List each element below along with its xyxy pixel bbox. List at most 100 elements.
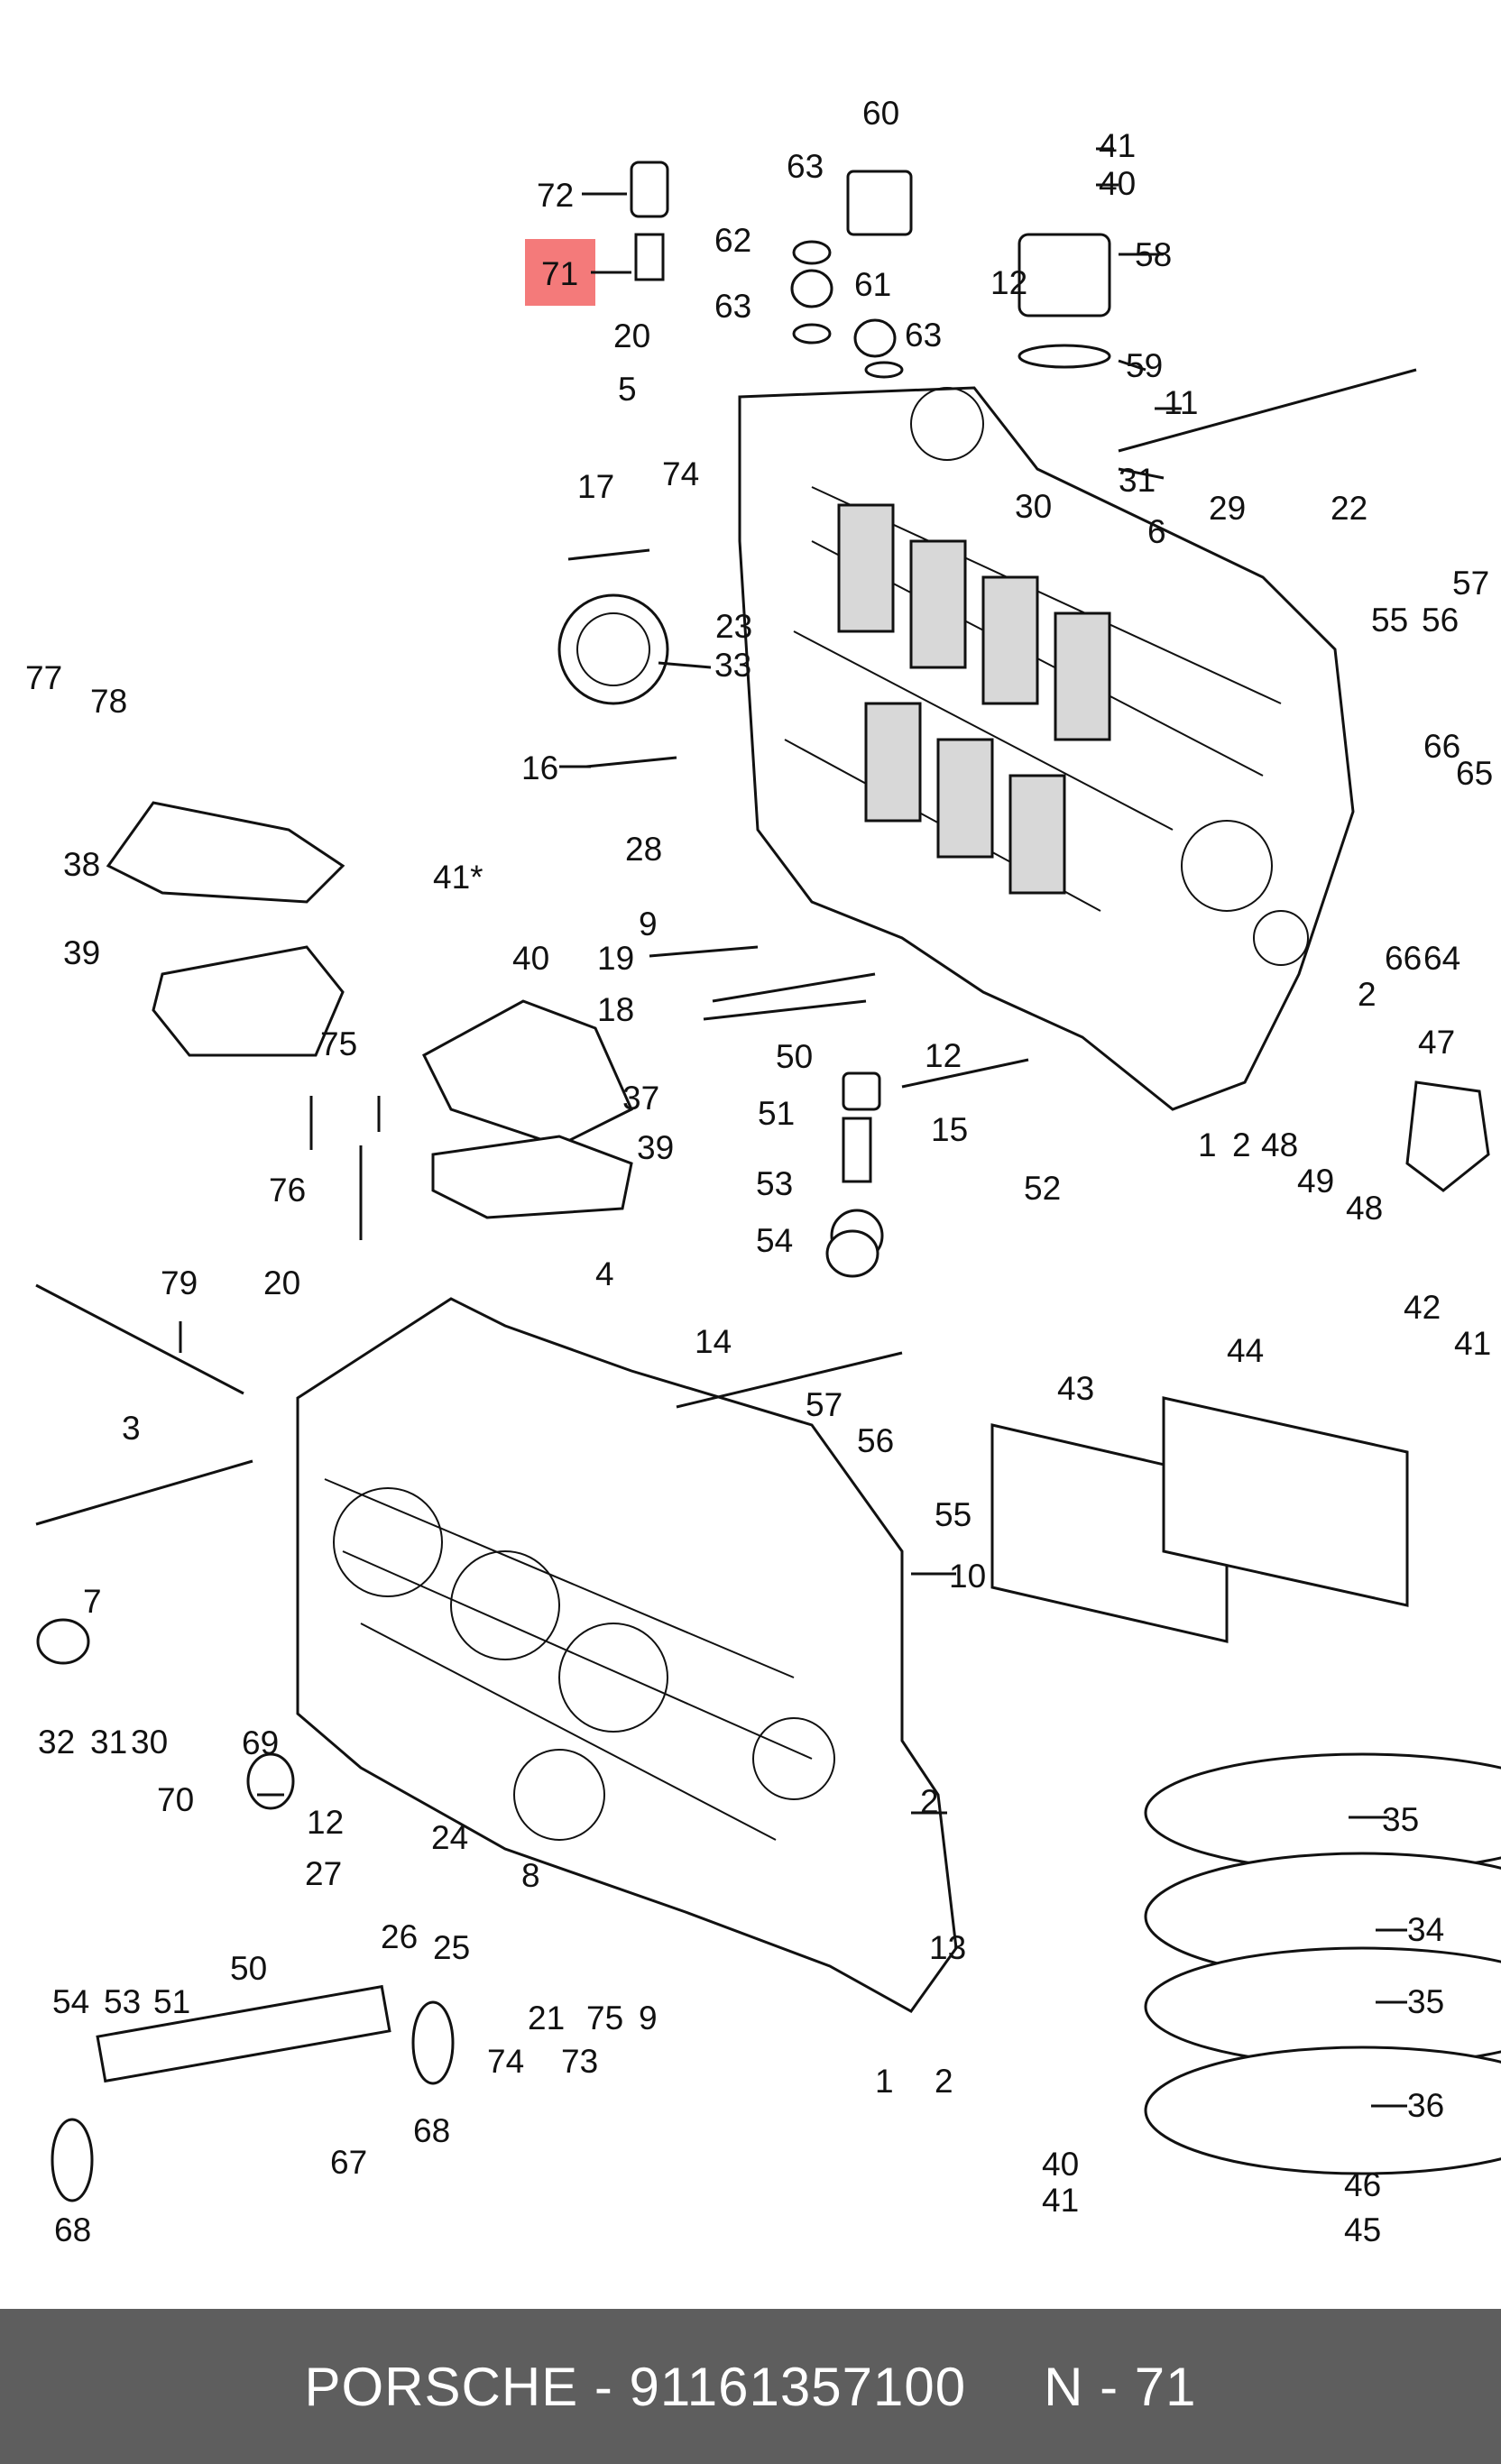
label-41a: 41 xyxy=(1099,127,1136,164)
separator: - xyxy=(594,2356,613,2417)
label-31b: 31 xyxy=(90,1724,127,1761)
label-63b: 63 xyxy=(714,288,751,325)
label-16: 16 xyxy=(521,749,558,786)
label-56a: 56 xyxy=(1422,602,1459,639)
label-30a: 30 xyxy=(1015,488,1052,525)
label-53b: 53 xyxy=(104,1983,141,2020)
label-18: 18 xyxy=(597,991,634,1028)
label-59: 59 xyxy=(1126,347,1163,384)
label-44: 44 xyxy=(1227,1332,1264,1369)
highlighted-part-marker xyxy=(525,239,595,306)
label-49: 49 xyxy=(1297,1163,1334,1200)
label-3: 3 xyxy=(122,1410,141,1447)
label-2a: 2 xyxy=(1358,976,1377,1013)
label-29: 29 xyxy=(1209,490,1246,527)
label-65: 65 xyxy=(1456,755,1493,792)
label-40a: 40 xyxy=(1099,165,1136,202)
label-19: 19 xyxy=(597,940,634,977)
label-72: 72 xyxy=(537,177,574,214)
label-35b: 35 xyxy=(1407,1983,1444,2020)
label-22: 22 xyxy=(1331,490,1367,527)
label-51b: 51 xyxy=(153,1983,190,2020)
label-66a: 66 xyxy=(1423,728,1460,765)
label-15: 15 xyxy=(931,1111,968,1148)
position-number: 71 xyxy=(1134,2356,1197,2417)
label-26: 26 xyxy=(381,1918,418,1955)
upper-crankcase-drawing xyxy=(738,386,1355,1111)
label-41c: 41 xyxy=(1042,2182,1079,2219)
position-prefix: N xyxy=(1044,2356,1084,2417)
label-69: 69 xyxy=(242,1724,279,1761)
label-46: 46 xyxy=(1344,2166,1381,2203)
label-76: 76 xyxy=(269,1172,306,1209)
label-48a: 48 xyxy=(1261,1126,1298,1163)
label-68a: 68 xyxy=(413,2112,450,2149)
label-53a: 53 xyxy=(756,1165,793,1202)
label-34: 34 xyxy=(1407,1911,1444,1948)
label-17: 17 xyxy=(577,468,614,505)
label-73: 73 xyxy=(561,2043,598,2080)
label-78: 78 xyxy=(90,683,127,720)
label-33: 33 xyxy=(714,647,751,684)
label-2c: 2 xyxy=(920,1783,939,1820)
label-62: 62 xyxy=(714,222,751,259)
label-55a: 55 xyxy=(1371,602,1408,639)
label-50b: 50 xyxy=(230,1950,267,1987)
label-74a: 74 xyxy=(662,455,699,492)
label-27: 27 xyxy=(305,1855,342,1892)
label-35a: 35 xyxy=(1382,1801,1419,1838)
label-57b: 57 xyxy=(806,1386,843,1423)
label-79: 79 xyxy=(161,1264,198,1301)
label-8: 8 xyxy=(521,1857,540,1894)
label-67: 67 xyxy=(330,2144,367,2181)
label-71: 71 xyxy=(541,255,578,292)
label-54b: 54 xyxy=(52,1983,89,2020)
label-10: 10 xyxy=(949,1558,986,1595)
label-39b: 39 xyxy=(637,1129,674,1166)
studs-and-rods xyxy=(35,368,1417,1526)
label-70: 70 xyxy=(157,1781,194,1818)
label-14: 14 xyxy=(695,1323,732,1360)
label-61: 61 xyxy=(854,266,891,303)
label-56b: 56 xyxy=(857,1422,894,1459)
label-63c: 63 xyxy=(905,317,942,354)
label-41b: 41 xyxy=(1454,1325,1491,1362)
small-parts xyxy=(36,161,1501,2202)
label-41star: 41* xyxy=(433,859,483,896)
label-12c: 12 xyxy=(307,1804,344,1841)
part-number: 91161357100 xyxy=(629,2356,967,2417)
label-31a: 31 xyxy=(1119,462,1156,499)
label-7: 7 xyxy=(83,1583,102,1620)
callout-labels: 71 72 60 63 62 63 61 63 12 41 40 58 59 2… xyxy=(25,95,1493,2248)
diagram-canvas: 71 72 60 63 62 63 61 63 12 41 40 58 59 2… xyxy=(25,95,1501,2248)
label-51a: 51 xyxy=(758,1095,795,1132)
label-9a: 9 xyxy=(639,906,658,942)
label-48b: 48 xyxy=(1346,1190,1383,1227)
label-64: 64 xyxy=(1423,940,1460,977)
label-1b: 1 xyxy=(875,2063,894,2100)
label-75a: 75 xyxy=(320,1025,357,1062)
label-23: 23 xyxy=(715,608,752,645)
label-5: 5 xyxy=(618,371,637,408)
label-36: 36 xyxy=(1407,2087,1444,2124)
label-12: 12 xyxy=(990,264,1027,301)
label-2d: 2 xyxy=(935,2063,953,2100)
label-13: 13 xyxy=(929,1929,966,1966)
label-30b: 30 xyxy=(131,1724,168,1761)
label-28: 28 xyxy=(625,831,662,868)
label-38: 38 xyxy=(63,846,100,883)
label-40b: 40 xyxy=(512,940,549,977)
label-9b: 9 xyxy=(639,2000,658,2036)
label-1a: 1 xyxy=(1198,1126,1217,1163)
label-60: 60 xyxy=(862,95,899,132)
label-20a: 20 xyxy=(613,317,650,354)
label-68b: 68 xyxy=(54,2211,91,2248)
label-6: 6 xyxy=(1147,513,1166,550)
label-74b: 74 xyxy=(487,2043,524,2080)
label-20b: 20 xyxy=(263,1264,300,1301)
label-4: 4 xyxy=(595,1255,614,1292)
label-58: 58 xyxy=(1135,236,1172,273)
label-42: 42 xyxy=(1404,1289,1441,1326)
